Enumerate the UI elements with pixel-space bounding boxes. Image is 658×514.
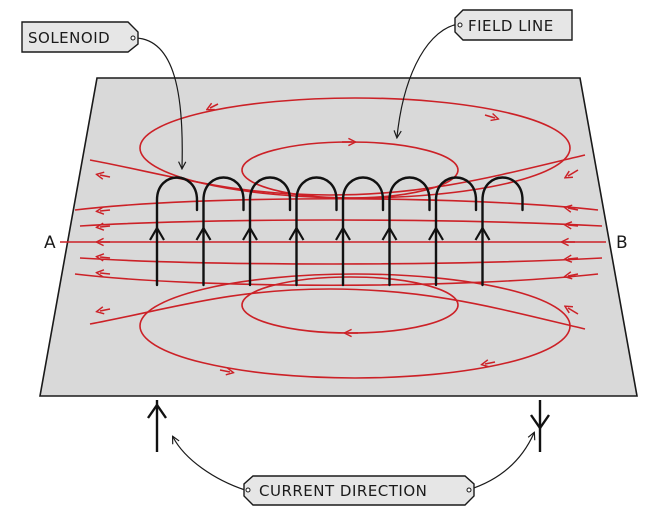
field-line-tag: FIELD LINE <box>454 9 573 41</box>
solenoid-label: SOLENOID <box>28 29 110 47</box>
coil-turn <box>248 176 292 287</box>
field-line-inner-upper-2 <box>79 219 603 227</box>
coil-current-arrow-icon <box>428 225 444 241</box>
coil-current-arrow-icon <box>335 225 351 241</box>
field-line-spread-upper <box>89 154 586 196</box>
field-arrow <box>100 175 111 177</box>
coil-current-arrow-icon <box>288 225 305 241</box>
coil-turn <box>388 176 431 287</box>
field-arrow <box>100 273 111 274</box>
coil-turn <box>155 176 199 287</box>
end-label-b: B <box>616 233 628 253</box>
coil-turn <box>202 176 245 287</box>
field-arrow <box>568 225 579 226</box>
coil-turn <box>295 176 338 287</box>
solenoid-leader <box>135 37 182 168</box>
current-direction-label: CURRENT DIRECTION <box>259 482 427 500</box>
field-line-leader <box>397 23 460 137</box>
field-arrow <box>485 362 496 364</box>
field-line-spread-lower <box>89 288 586 330</box>
current-arrow-up-icon <box>147 402 167 419</box>
field-loop-large-lower <box>139 273 571 379</box>
coil-current-arrow-icon <box>242 225 258 241</box>
field-arrow <box>100 309 111 311</box>
coil-current-arrow-icon <box>381 225 398 241</box>
end-label-a: A <box>44 233 56 253</box>
field-arrow <box>568 274 579 276</box>
field-arrow <box>568 258 579 259</box>
field-loop-large-upper <box>139 97 571 199</box>
solenoid-coil <box>149 176 524 287</box>
solenoid-tag: SOLENOID <box>21 21 139 53</box>
field-line-inner-lower <box>74 273 599 287</box>
coil-current-arrow-icon <box>474 225 491 241</box>
field-arrow <box>100 210 111 211</box>
current-direction-tag: CURRENT DIRECTION <box>243 475 475 506</box>
field-lines <box>60 97 606 379</box>
coil-current-arrow-icon <box>149 225 165 241</box>
field-arrow <box>210 104 219 108</box>
current-wires <box>147 400 550 452</box>
coil-current-arrow-icon <box>195 225 212 241</box>
current-leader-right <box>467 433 534 491</box>
current-leader-left <box>173 437 246 491</box>
field-arrow <box>484 115 495 118</box>
field-line-inner-lower-2 <box>79 257 603 265</box>
field-arrow <box>568 169 579 176</box>
field-arrow <box>568 208 579 210</box>
field-arrow <box>100 257 111 258</box>
field-arrow <box>568 308 579 315</box>
field-arrow <box>219 370 230 372</box>
coil-turn <box>341 176 385 287</box>
field-line-inner-upper <box>74 197 599 211</box>
field-line-label: FIELD LINE <box>468 17 554 35</box>
coil-turn <box>434 176 478 287</box>
current-arrow-down-icon <box>530 414 550 431</box>
field-arrow <box>100 226 111 227</box>
coil-turn <box>481 176 524 287</box>
